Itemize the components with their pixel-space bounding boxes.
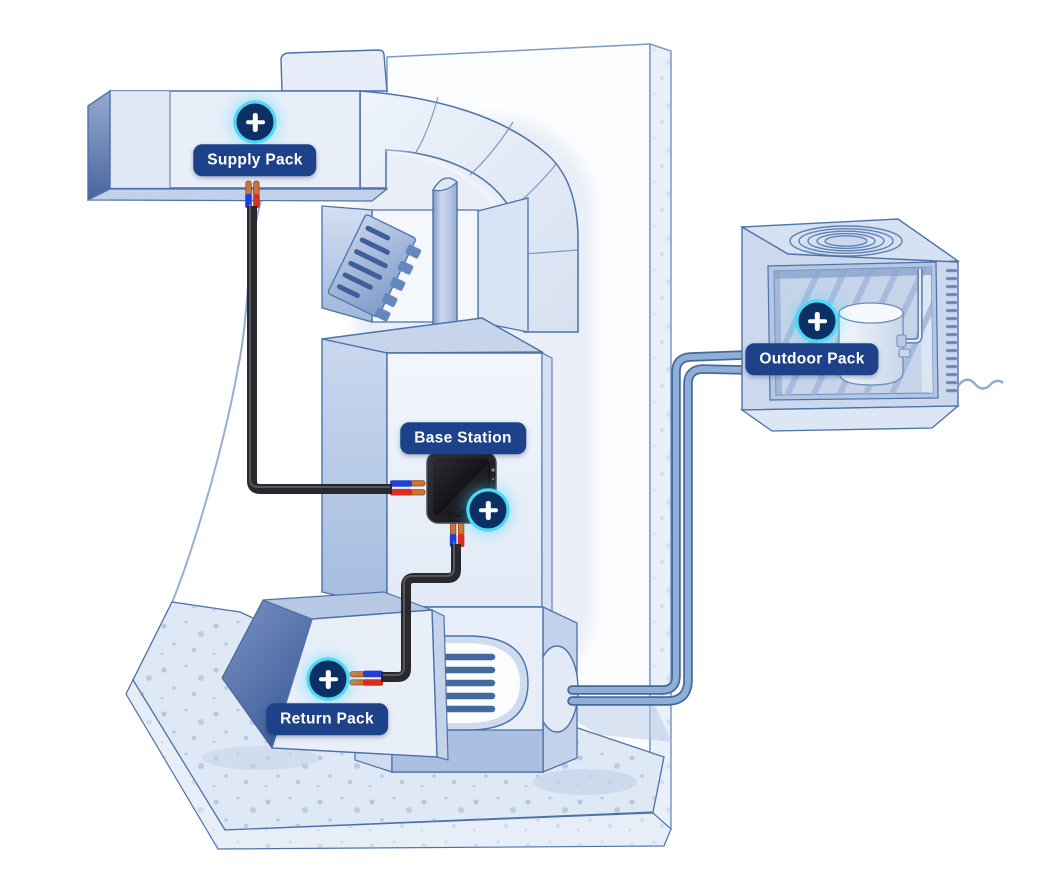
supply-pack-label[interactable]: Supply Pack bbox=[193, 144, 317, 176]
outdoor-pack-label[interactable]: Outdoor Pack bbox=[745, 343, 879, 375]
return-pack-label[interactable]: Return Pack bbox=[266, 703, 388, 735]
ground-squiggle bbox=[957, 378, 1004, 390]
side-vents bbox=[946, 269, 957, 393]
fan-grille bbox=[789, 225, 903, 257]
outdoor-unit bbox=[739, 218, 1004, 432]
cabinet-left bbox=[321, 338, 388, 608]
supply-wire-tips bbox=[245, 180, 260, 208]
base-left-wire-tips bbox=[390, 480, 426, 496]
return-wire-tips bbox=[349, 670, 383, 686]
base-station-label[interactable]: Base Station bbox=[400, 422, 526, 454]
base-station-add-button[interactable] bbox=[469, 491, 507, 529]
supply-pack-add-button[interactable] bbox=[236, 103, 274, 141]
evaporator-coil bbox=[327, 214, 422, 322]
upper-box-side bbox=[477, 197, 529, 333]
return-pack-add-button[interactable] bbox=[309, 660, 347, 698]
flue-pipe bbox=[432, 177, 458, 338]
refrigerant-lines bbox=[567, 350, 749, 706]
supply-duct bbox=[87, 89, 389, 202]
top-duct-stub bbox=[280, 49, 388, 92]
outdoor-pack-add-button[interactable] bbox=[798, 302, 836, 340]
pack-cables bbox=[245, 180, 465, 686]
